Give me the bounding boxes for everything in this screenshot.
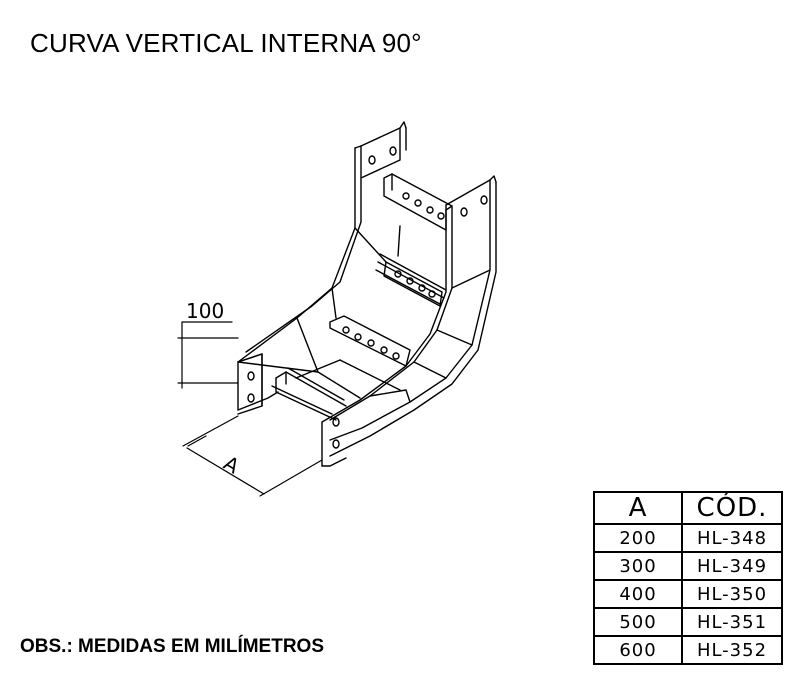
tray-floor (237, 225, 401, 399)
table-row: 200 HL-348 (593, 523, 783, 553)
cell-cod: HL-348 (681, 523, 783, 553)
cell-a: 500 (593, 607, 683, 637)
table-row: 400 HL-350 (593, 579, 783, 609)
dimension-100-label: 100 (186, 299, 224, 323)
cell-a: 600 (593, 635, 683, 665)
header-a: A (593, 491, 683, 525)
codes-table: A CÓD. 200 HL-348 300 HL-349 400 HL-350 … (593, 491, 783, 665)
dimension-a (182, 415, 323, 497)
header-cod: CÓD. (681, 491, 783, 525)
cell-cod: HL-349 (681, 551, 783, 581)
bottom-rungs (271, 367, 347, 421)
dimension-100 (177, 321, 239, 389)
left-end-plate (237, 353, 263, 415)
lower-splice-plate (329, 315, 411, 367)
cell-cod: HL-351 (681, 607, 783, 637)
cell-a: 200 (593, 523, 683, 553)
dimension-a-label: A (220, 451, 244, 479)
drawing-title: CURVA VERTICAL INTERNA 90° (30, 28, 422, 58)
cell-a: 400 (593, 579, 683, 609)
cell-a: 300 (593, 551, 683, 581)
middle-rung-plate (375, 253, 447, 307)
table-row: 300 HL-349 (593, 551, 783, 581)
cell-cod: HL-350 (681, 579, 783, 609)
measurement-note: OBS.: MEDIDAS EM MILÍMETROS (20, 636, 324, 657)
cell-cod: HL-352 (681, 635, 783, 665)
table-row: 600 HL-352 (593, 635, 783, 665)
top-splice-plate (383, 173, 453, 231)
table-header: A CÓD. (593, 491, 783, 525)
table-row: 500 HL-351 (593, 607, 783, 637)
right-side-rail (321, 175, 497, 467)
